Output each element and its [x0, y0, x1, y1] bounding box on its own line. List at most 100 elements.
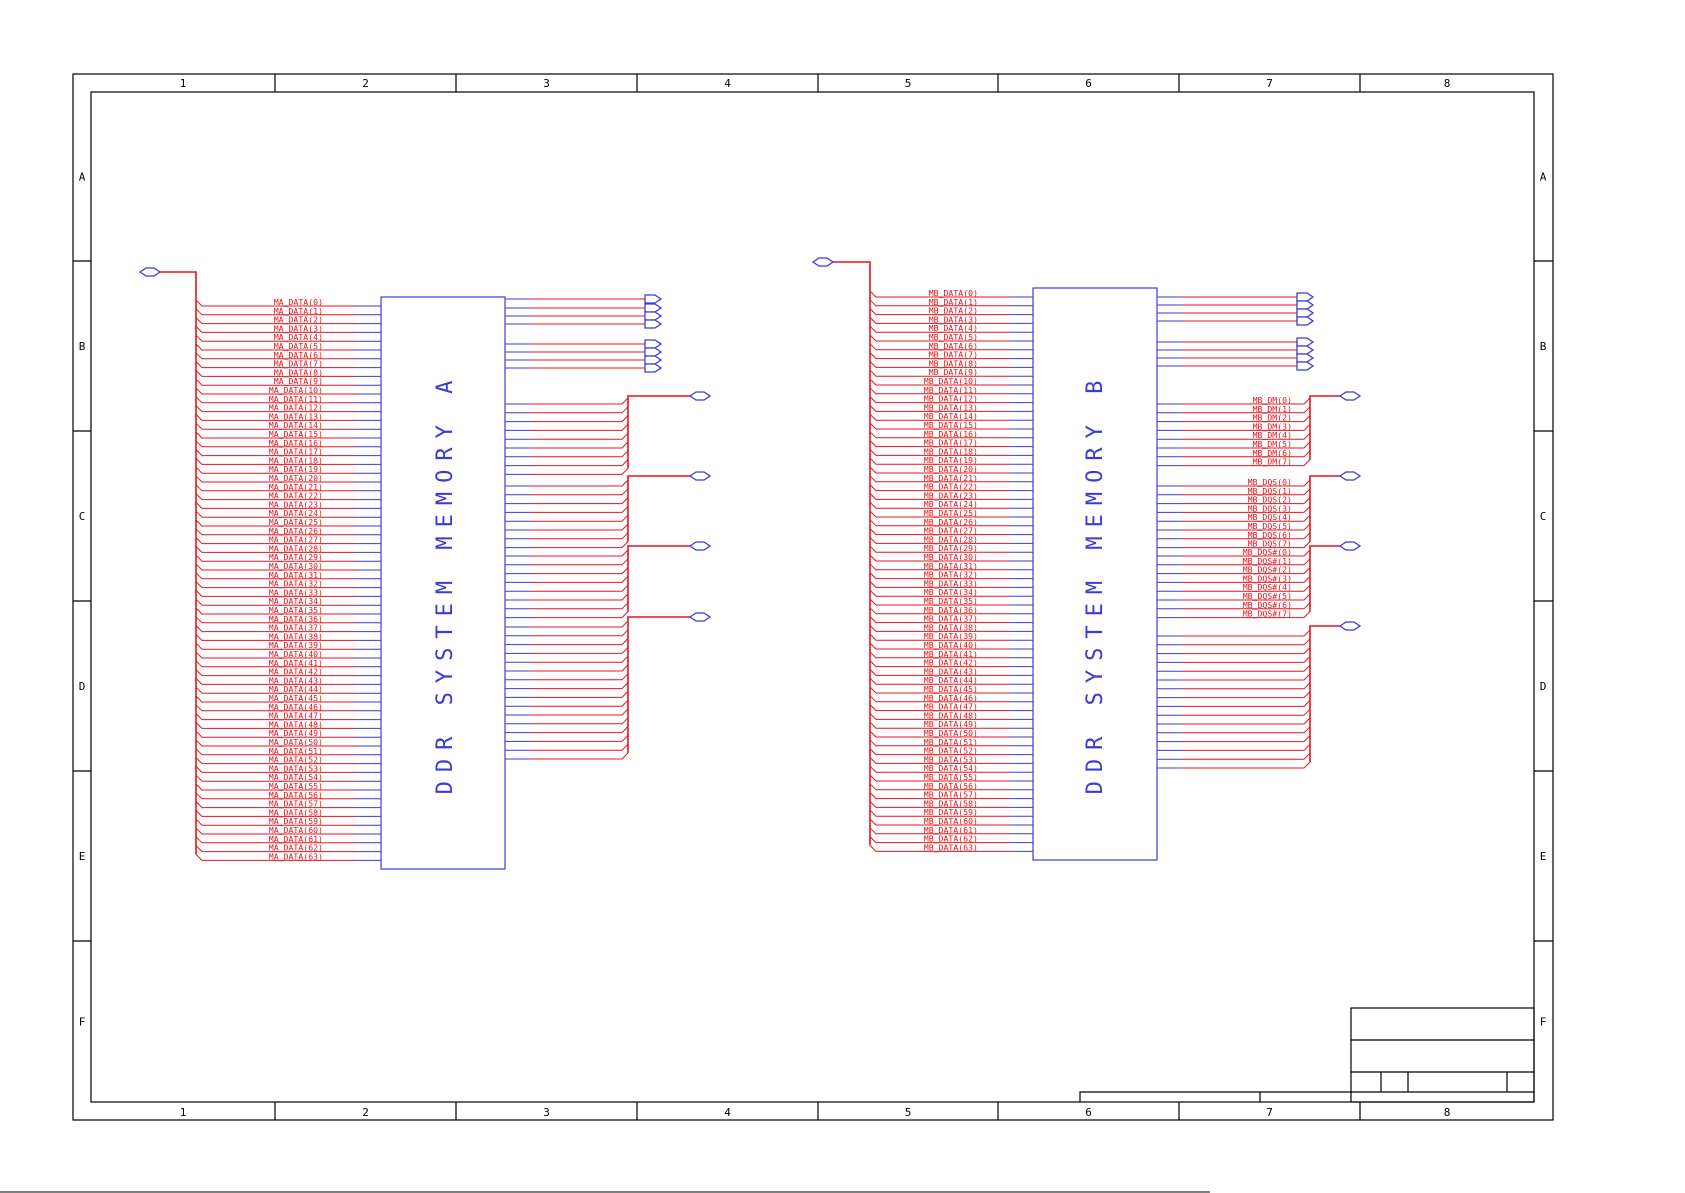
- bus-entry-wire: [530, 717, 629, 725]
- bus-entry-wire: [530, 602, 629, 610]
- signal-label: MA_DATA(37): [269, 623, 323, 633]
- bus-entry-wire: [1182, 532, 1311, 540]
- signal-label: MB_DATA(54): [924, 763, 978, 773]
- bus-entry-wire: [195, 748, 355, 756]
- bus-entry-wire: [530, 397, 629, 405]
- signal-label: MA_DATA(22): [269, 491, 323, 501]
- signal-label: MB_DATA(20): [924, 464, 978, 474]
- bus-entry-wire: [1182, 761, 1311, 769]
- signal-label: MB_DATA(7): [929, 350, 978, 360]
- frame-row-label: B: [1540, 340, 1547, 353]
- signal-label: MA_DATA(47): [269, 711, 323, 721]
- signal-label: MB_DATA(49): [924, 719, 978, 729]
- bus-entry-wire: [195, 845, 355, 853]
- bus-entry-wire: [1182, 691, 1311, 699]
- frame-column-label: 3: [543, 1106, 550, 1119]
- bus-entry-wire: [869, 730, 1010, 738]
- bus-trunk: [627, 475, 690, 542]
- signal-label: MB_DATA(42): [924, 658, 978, 668]
- signal-label: MA_DATA(23): [269, 499, 323, 509]
- signal-label: MA_DATA(1): [274, 306, 323, 316]
- signal-label: MA_DATA(58): [269, 807, 323, 817]
- signal-label: MB_DATA(22): [924, 482, 978, 492]
- bus-entry-wire: [195, 361, 355, 369]
- frame-column-label: 1: [180, 77, 187, 90]
- frame-row-label: B: [79, 340, 86, 353]
- signal-label: MB_DATA(32): [924, 570, 978, 580]
- signal-label: MA_DATA(34): [269, 596, 323, 606]
- signal-label: MA_DATA(8): [274, 367, 323, 377]
- signal-label: MB_DATA(38): [924, 622, 978, 632]
- bus-entry-wire: [195, 308, 355, 316]
- bus-entry-wire: [530, 593, 629, 601]
- signal-label: MA_DATA(4): [274, 332, 323, 342]
- bus-trunk: [627, 395, 690, 469]
- bus-entry-wire: [1182, 441, 1311, 449]
- signal-label: MB_DATA(9): [929, 367, 978, 377]
- bus-entry-wire: [869, 317, 1010, 324]
- bus-entry-wire: [195, 607, 355, 615]
- signal-label: MA_DATA(52): [269, 755, 323, 765]
- signal-label: MA_DATA(17): [269, 447, 323, 457]
- frame-row-label: C: [1540, 510, 1547, 523]
- signal-label: MB_DATA(12): [924, 394, 978, 404]
- bus-entry-wire: [195, 554, 355, 562]
- bus-trunk: [833, 261, 871, 846]
- bus-entry-wire: [1182, 584, 1311, 592]
- port-symbol: [1296, 300, 1315, 310]
- bus-entry-wire: [869, 818, 1010, 826]
- signal-label: MA_DATA(61): [269, 834, 323, 844]
- bus-entry-wire: [1182, 432, 1311, 440]
- signal-label: MB_DATA(30): [924, 552, 978, 562]
- frame-column-label: 6: [1085, 77, 1092, 90]
- frame-column-label: 2: [362, 77, 369, 90]
- bus-entry-wire: [869, 748, 1010, 756]
- bus-entry-wire: [869, 352, 1010, 360]
- bus-entry-wire: [1182, 488, 1311, 496]
- bus-entry-wire: [1182, 479, 1311, 487]
- bus-entry-wire: [195, 572, 355, 580]
- bus-entry-wire: [869, 809, 1010, 817]
- bus-entry-wire: [869, 616, 1010, 624]
- bus-entry-wire: [869, 598, 1010, 606]
- bus-entry-wire: [1182, 576, 1311, 583]
- bus-entry-wire: [869, 299, 1010, 307]
- signal-label: MB_DATA(48): [924, 710, 978, 720]
- bus-entry-wire: [530, 638, 629, 646]
- port-symbol: [688, 541, 712, 551]
- bus-entry-wire: [869, 721, 1010, 729]
- signal-label: MB_DATA(27): [924, 526, 978, 536]
- bus-entry-wire: [195, 378, 355, 386]
- bus-entry-wire: [195, 695, 355, 703]
- bus-entry-wire: [530, 629, 629, 637]
- bus-entry-wire: [530, 432, 629, 440]
- bus-entry-wire: [869, 572, 1010, 580]
- signal-label: MA_DATA(10): [269, 385, 323, 395]
- signal-label: MB_DATA(4): [929, 323, 978, 333]
- signal-label: MA_DATA(12): [269, 403, 323, 413]
- signal-label: MA_DATA(60): [269, 825, 323, 835]
- bus-entry-wire: [195, 422, 355, 430]
- signal-label: MA_DATA(13): [269, 411, 323, 421]
- bus-entry-wire: [869, 325, 1010, 333]
- signal-label: MB_DATA(16): [924, 429, 978, 439]
- memory-block-a: MA_DATA(0)MA_DATA(1)MA_DATA(2)MA_DATA(3)…: [138, 267, 712, 870]
- bus-entry-wire: [195, 581, 355, 589]
- signal-label: MA_DATA(45): [269, 693, 323, 703]
- memory-b-data-labels: MB_DATA(0)MB_DATA(1)MB_DATA(2)MB_DATA(3)…: [924, 288, 978, 852]
- signal-label: MB_DM(4): [1253, 430, 1292, 440]
- bus-entry-wire: [1182, 752, 1311, 760]
- bus-entry-wire: [1182, 415, 1311, 423]
- signal-label: MB_DQS(7): [1248, 539, 1292, 549]
- bus-entry-wire: [1182, 656, 1311, 663]
- bus-entry-wire: [1182, 726, 1311, 734]
- bus-entry-wire: [195, 625, 355, 633]
- signal-label: MB_DATA(5): [929, 332, 978, 342]
- port-symbol: [1338, 471, 1362, 481]
- bus-entry-wire: [195, 440, 355, 448]
- bus-entry-wire: [530, 611, 629, 619]
- bus-entry-wire: [195, 493, 355, 501]
- bus-entry-wire: [530, 620, 629, 628]
- bus-entry-wire: [869, 387, 1010, 395]
- bus-entry-wire: [195, 590, 355, 597]
